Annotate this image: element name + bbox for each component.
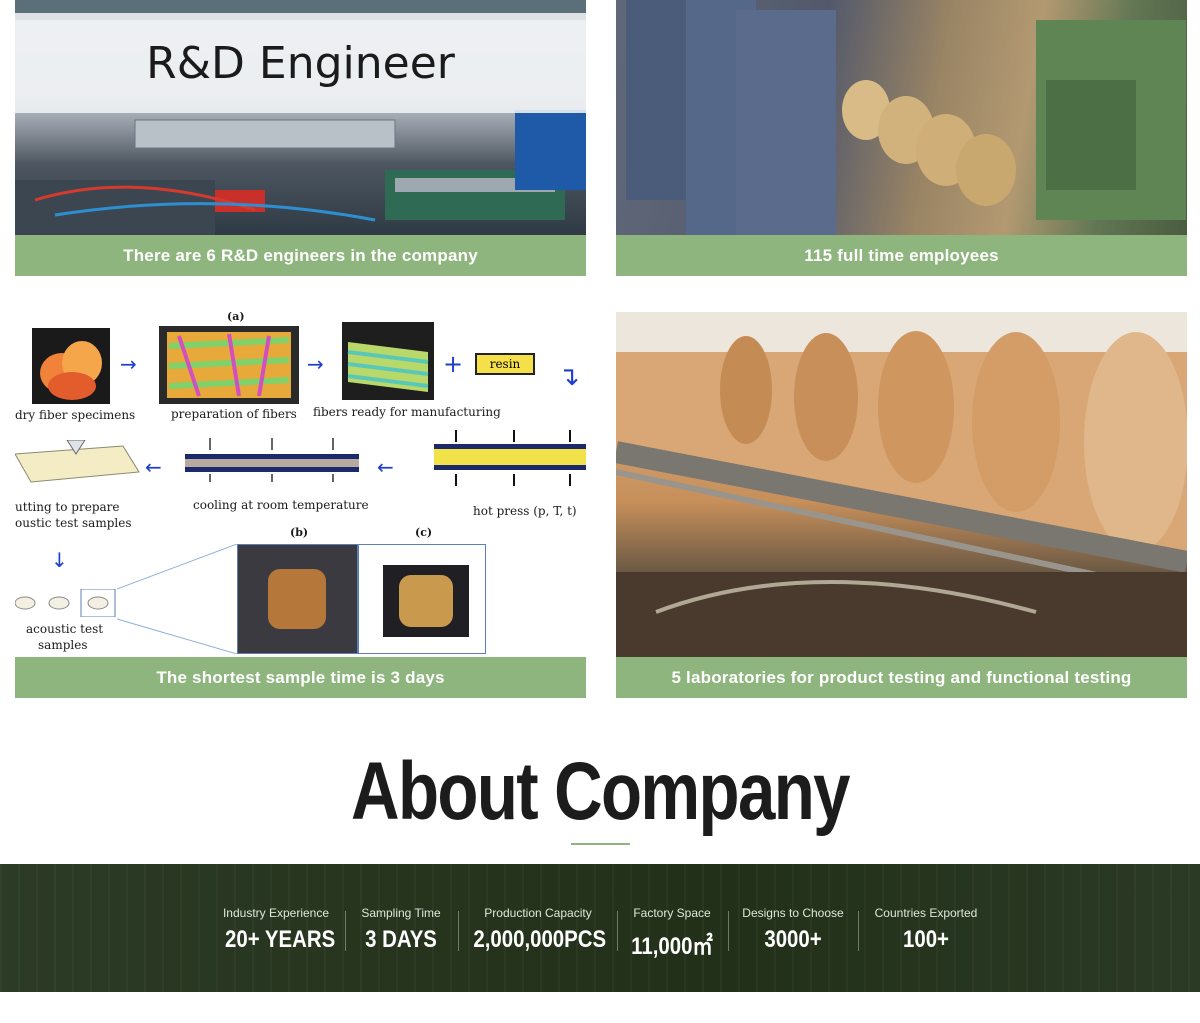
sample-b-image [238,545,357,653]
paper-rolls-illustration [616,312,1187,657]
stat-label: Industry Experience [222,906,330,920]
employees-caption: 115 full time employees [616,235,1187,276]
acoustic-label-2: samples [38,638,88,652]
panel-c-label: (c) [415,526,433,539]
sample-process-card: (a) dry fiber specimens → preparation of… [15,312,586,698]
acoustic-samples-image [15,589,116,617]
stat-value: 11,000㎡ [631,933,713,960]
cooling-press-image [185,438,359,482]
rd-engineer-card: R&D Engineer There are 6 R&D engineers i… [15,0,586,276]
stat-divider [617,911,618,951]
stat-label: Designs to Choose [742,906,844,920]
rd-banner: R&D Engineer [15,13,586,113]
stat-industry-experience: Industry Experience 20+ YEARS [216,906,336,954]
arrow-down-icon: ↓ [51,548,68,572]
paper-rolls-photo [616,312,1187,657]
stat-divider [728,911,729,951]
rd-caption: There are 6 R&D engineers in the company [15,235,586,276]
hot-press-label: hot press (p, T, t) [473,504,577,518]
ready-fibers-image [342,322,434,400]
stat-value: 20+ YEARS [225,926,336,953]
cutting-label-1: utting to prepare [15,500,120,514]
arrow-left-icon: ← [145,455,162,479]
stat-divider [458,911,459,951]
cooling-label: cooling at room temperature [193,498,369,512]
stat-label: Production Capacity [484,906,592,920]
prepared-fibers-image [159,326,299,404]
plus-icon: + [443,350,464,378]
stat-production-capacity: Production Capacity 2,000,000PCS [462,906,614,954]
arrow-down-right-icon: ↴ [558,362,580,392]
stat-value: 100+ [903,926,949,953]
stat-factory-space: Factory Space 11,000㎡ [620,906,724,961]
laboratories-card: 5 laboratories for product testing and f… [616,312,1187,698]
stats-background-texture [0,864,1200,992]
hot-press-image [434,430,586,486]
sample-caption: The shortest sample time is 3 days [15,657,586,698]
sample-c-frame [358,544,486,654]
arrow-left-icon: ← [377,455,394,479]
arrow-right-icon: → [307,352,324,376]
stat-value: 3000+ [764,926,822,953]
resin-box: resin [475,353,535,375]
company-stats-bar: Industry Experience 20+ YEARS Sampling T… [0,864,1200,992]
stat-divider [345,911,346,951]
dry-fiber-image [32,328,110,404]
factory-workers-illustration [616,0,1187,235]
factory-workers-photo [616,0,1187,235]
laboratories-caption: 5 laboratories for product testing and f… [616,657,1187,698]
preparation-label: preparation of fibers [171,407,297,421]
stat-value: 3 DAYS [365,926,437,953]
stat-label: Factory Space [633,906,711,920]
stat-value: 2,000,000PCS [473,926,607,953]
process-diagram: (a) dry fiber specimens → preparation of… [15,312,586,657]
panel-a-label: (a) [227,312,245,323]
resin-label: resin [489,357,521,371]
cutting-label-2: oustic test samples [15,516,132,530]
stat-countries-exported: Countries Exported 100+ [862,906,990,954]
title-underline [571,843,630,845]
arrow-right-icon: → [120,352,137,376]
stat-label: Countries Exported [874,906,978,920]
dry-fiber-label: dry fiber specimens [15,408,136,422]
stat-sampling-time: Sampling Time 3 DAYS [348,906,454,954]
rd-banner-title: R&D Engineer [146,37,455,89]
employees-card: 115 full time employees [616,0,1187,276]
stat-divider [858,911,859,951]
sample-c-image [383,565,469,637]
zoom-lines [117,544,237,654]
sample-b-frame [237,544,358,654]
panel-b-label: (b) [290,526,309,539]
fibers-ready-label: fibers ready for manufacturing [313,405,501,419]
cutting-block-image [15,440,140,483]
stat-designs-to-choose: Designs to Choose 3000+ [732,906,854,954]
about-company-title: About Company [351,746,851,837]
acoustic-label-1: acoustic test [26,622,104,636]
stat-label: Sampling Time [361,906,441,920]
